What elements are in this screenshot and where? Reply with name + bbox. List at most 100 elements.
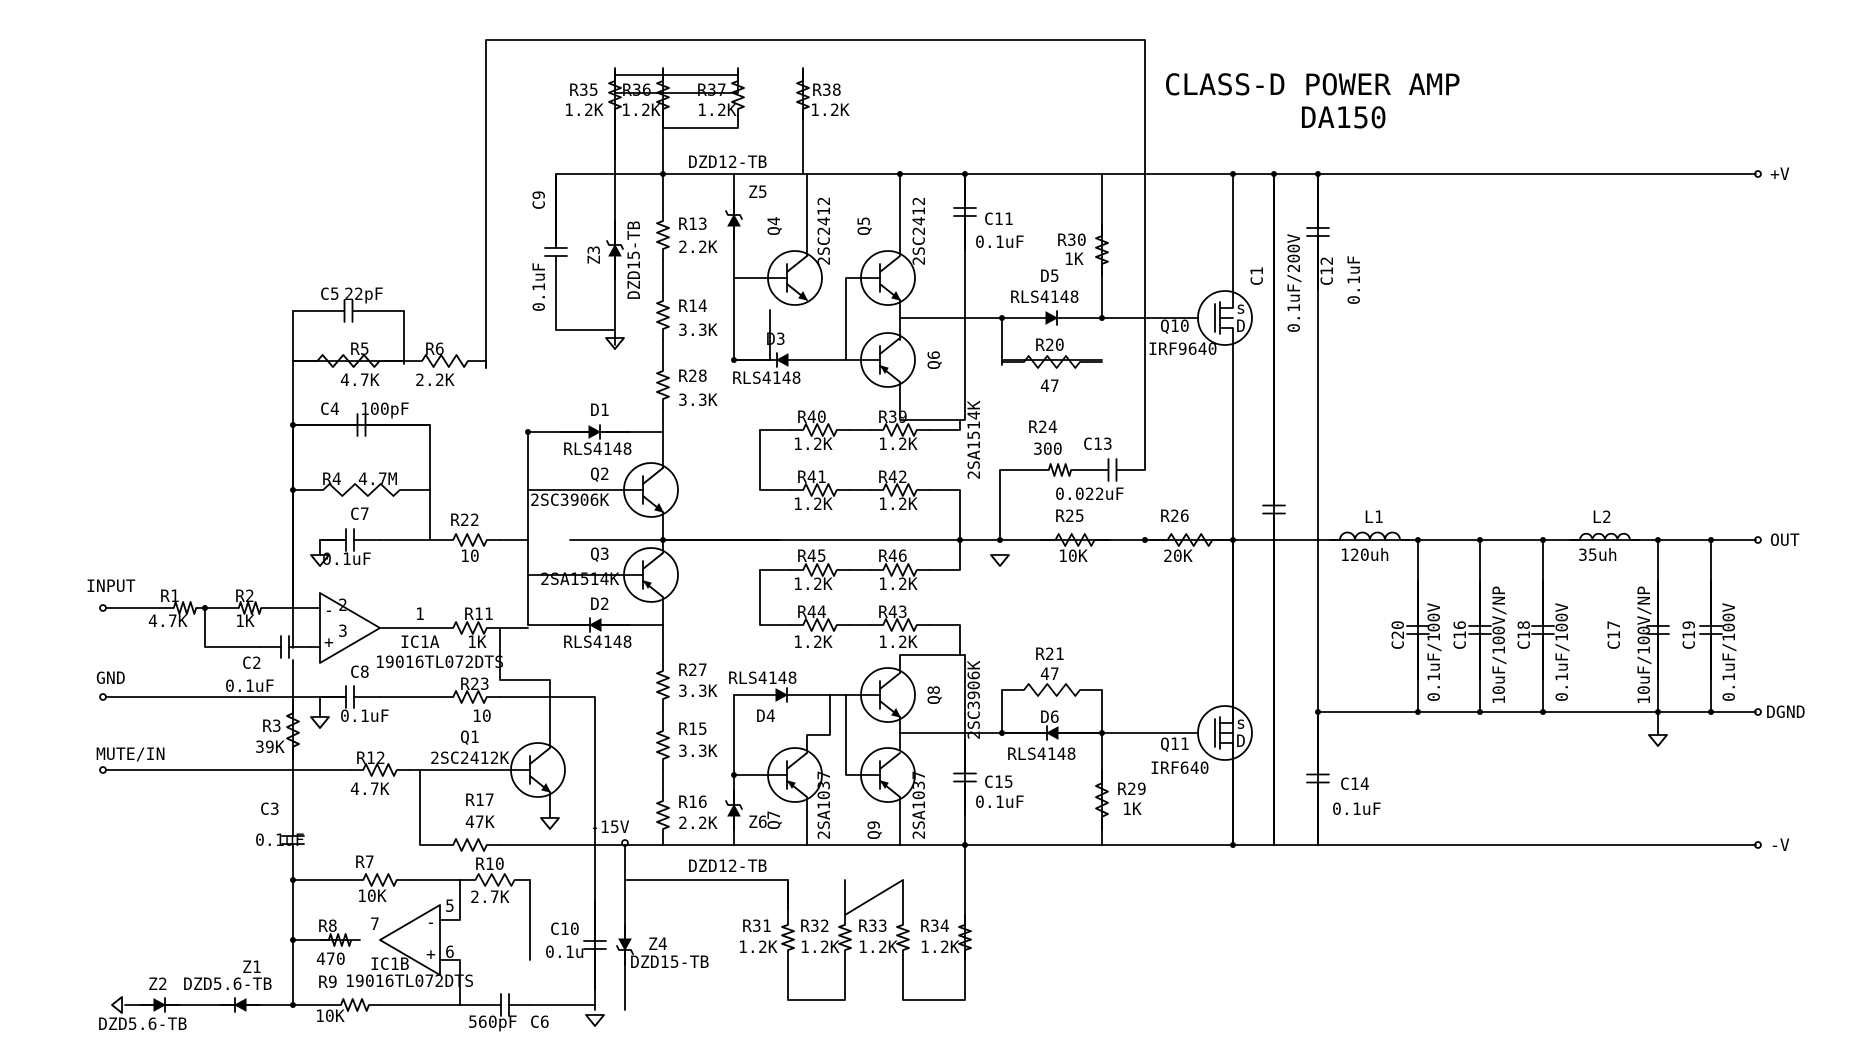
ic1a-opamp: -+	[319, 592, 381, 664]
label-parts-r39: R39	[878, 408, 908, 427]
label-parts-r2: R2	[235, 587, 255, 606]
label-parts-c19: C19	[1680, 620, 1699, 650]
junction	[1415, 537, 1421, 543]
label-parts-r37v: 1.2K	[697, 101, 737, 120]
label-parts-c14v: 0.1uF	[1332, 800, 1382, 819]
r23-resistor	[439, 690, 501, 704]
label-parts-l2: L2	[1592, 508, 1612, 527]
junction	[1230, 171, 1236, 177]
r21-resistor	[1001, 683, 1103, 697]
r26-resistor	[1149, 533, 1231, 547]
label-parts-r11v: 1K	[467, 633, 487, 652]
d3-diode	[733, 352, 831, 368]
r11-resistor	[439, 621, 501, 635]
junction	[1655, 537, 1661, 543]
r32-resistor	[838, 914, 852, 961]
c3-capacitor	[281, 799, 305, 881]
svg-text:-: -	[426, 913, 436, 932]
r30-resistor	[1095, 224, 1109, 276]
label-parts-r7v: 10K	[357, 887, 387, 906]
r10-resistor	[459, 873, 531, 887]
vplus-port	[1754, 170, 1762, 178]
label-parts-r38v: 1.2K	[810, 101, 850, 120]
r4-resistor	[292, 483, 431, 497]
label-parts-d3: D3	[766, 330, 786, 349]
label-parts-d4: D4	[756, 707, 776, 726]
label-parts-c17: C17	[1605, 620, 1624, 650]
r1-resistor	[164, 601, 206, 615]
c7-ground-icon	[310, 554, 330, 567]
label-ports-dzd_out: DZD5.6-TB	[98, 1015, 187, 1034]
q1-transistor	[510, 742, 566, 798]
c7-capacitor	[319, 528, 381, 552]
label-parts-d5: D5	[1040, 267, 1060, 286]
label-parts-r10: R10	[475, 855, 505, 874]
junction	[997, 537, 1003, 543]
label-parts-r17: R17	[465, 791, 495, 810]
wire	[929, 489, 961, 541]
svg-text:+: +	[324, 633, 334, 652]
label-parts-z2: Z2	[148, 975, 168, 994]
r35-resistor	[608, 69, 622, 121]
c10-capacitor	[583, 899, 607, 991]
r20-resistor	[1001, 355, 1103, 369]
label-parts-q5v: 2SC2412	[910, 196, 929, 266]
label-parts-r20v: 47	[1040, 377, 1060, 396]
label-parts-c8v: 0.1uF	[340, 707, 390, 726]
label-parts-c5v: 22pF	[344, 285, 384, 304]
z5-zener	[725, 199, 743, 241]
label-parts-q9: Q9	[865, 820, 884, 840]
c4-capacitor	[292, 413, 431, 437]
label-parts-r37: R37	[697, 81, 727, 100]
filter-capacitor-0	[1406, 579, 1430, 681]
label-parts-r1: R1	[160, 587, 180, 606]
gnd-port	[99, 693, 107, 701]
r16-resistor	[656, 789, 670, 841]
label-parts-r44v: 1.2K	[793, 633, 833, 652]
label-parts-q2v: 2SC3906K	[530, 491, 610, 510]
wire	[439, 959, 461, 1006]
r37-resistor	[731, 69, 745, 121]
wire	[485, 39, 1146, 471]
label-parts-z4: Z4	[648, 935, 668, 954]
r33-resistor	[896, 914, 910, 961]
label-parts-ic1bv: 19016TL072DTS	[345, 972, 474, 991]
d1-diode	[559, 424, 631, 440]
wire	[292, 310, 405, 365]
label-parts-r35v: 1.2K	[564, 101, 604, 120]
label-parts-r43: R43	[878, 603, 908, 622]
r13-resistor	[656, 209, 670, 261]
label-parts-q4v: 2SC2412	[815, 196, 834, 266]
label-parts-r16: R16	[678, 793, 708, 812]
c14-capacitor	[1306, 711, 1330, 846]
label-parts-q11v: IRF640	[1150, 759, 1210, 778]
label-parts-d6: D6	[1040, 708, 1060, 727]
r39-resistor	[869, 423, 931, 437]
label-parts-ic1av: 19016TL072DTS	[375, 653, 504, 672]
label-parts-r30v: 1K	[1064, 250, 1084, 269]
label-parts-q3v: 2SA1514K	[540, 570, 620, 589]
label-parts-q7v: 2SA1037	[815, 770, 834, 840]
d4-diode	[733, 687, 831, 703]
r46-resistor	[869, 563, 931, 577]
dzd-output-arrow	[111, 996, 123, 1014]
label-parts-q6: Q6	[925, 350, 944, 370]
r38-resistor	[796, 69, 810, 121]
q2-transistor	[623, 462, 679, 518]
c10-ground-icon	[585, 1014, 605, 1027]
label-parts-r25v: 10K	[1058, 547, 1088, 566]
junction	[1142, 537, 1148, 543]
wire	[899, 654, 966, 674]
label-parts-z3: Z3	[585, 245, 604, 265]
junction	[290, 1002, 296, 1008]
label-parts-d6v: RLS4148	[1007, 745, 1077, 764]
junction	[962, 842, 968, 848]
wire	[999, 469, 1041, 541]
label-parts-r36: R36	[622, 81, 652, 100]
label-parts-r33: R33	[858, 917, 888, 936]
r2-resistor	[229, 601, 271, 615]
label-parts-pin2: 2	[338, 596, 348, 615]
label-parts-r12: R12	[356, 749, 386, 768]
wire	[624, 879, 789, 911]
label-parts-q7: Q7	[765, 810, 784, 830]
